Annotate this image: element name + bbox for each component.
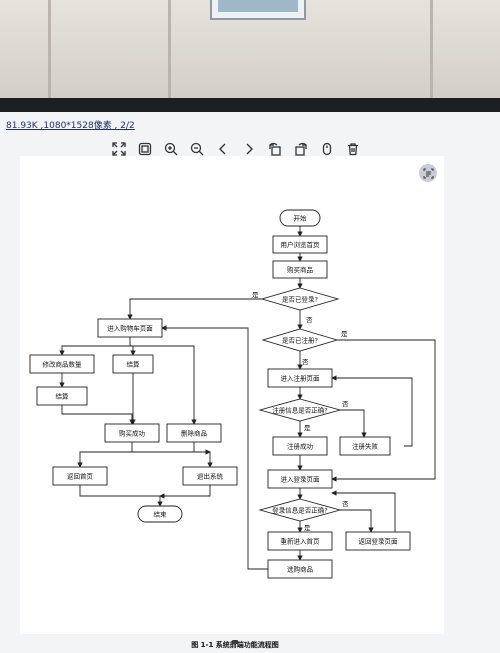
node-reg-fail [339, 436, 391, 456]
file-info[interactable]: 81.93K ,1080*1528像素 , 2/2 [6, 121, 135, 131]
node-login-info-ok [258, 498, 342, 522]
label-reg-info-ok: 注册信息是否正确? [272, 406, 327, 415]
previous-icon[interactable] [214, 141, 231, 158]
node-buy [272, 260, 328, 279]
viewer-toolbar [110, 140, 361, 158]
label-choose-goods: 选购商品 [287, 565, 313, 574]
zoom-out-icon[interactable] [188, 141, 205, 158]
zoom-in-icon[interactable] [162, 141, 179, 158]
node-reg-ok [272, 436, 328, 456]
node-delete-item [166, 423, 222, 443]
label-buy: 购买商品 [287, 265, 313, 274]
rotate-left-icon[interactable] [266, 141, 283, 158]
label-logged-in: 是否已登录? [282, 295, 318, 304]
flow-edge [331, 375, 413, 447]
rotate-right-icon[interactable] [292, 141, 309, 158]
flow-edge [61, 405, 135, 425]
label-start: 开始 [294, 214, 308, 223]
node-purchase-ok [104, 423, 160, 443]
node-checkout-right [112, 354, 154, 374]
scan-text-button[interactable] [419, 164, 437, 182]
node-reenter-home [267, 531, 333, 551]
monitor-bezel [0, 98, 500, 112]
node-reg-info-ok [258, 398, 342, 422]
edge-label-no: 否 [342, 500, 349, 508]
label-back-login: 返回登录页面 [359, 537, 399, 546]
node-back-login [345, 531, 411, 551]
node-back-home [52, 466, 108, 486]
flow-edge [127, 298, 262, 320]
flow-edge [161, 325, 268, 570]
label-cart: 进入购物车页面 [107, 324, 153, 333]
node-exit [182, 466, 238, 486]
label-exit: 退出系统 [197, 472, 224, 481]
edge-label-yes: 是 [341, 330, 348, 338]
fit-screen-icon[interactable] [110, 141, 127, 158]
label-checkout-right: 结算 [127, 360, 141, 369]
label-checkout-left: 结算 [56, 392, 70, 401]
label-reg-fail: 注册失败 [352, 442, 379, 451]
node-cart [97, 318, 163, 338]
edge-label-no: 否 [342, 400, 349, 408]
next-icon[interactable] [240, 141, 257, 158]
label-purchase-ok: 购买成功 [119, 429, 146, 438]
node-start [279, 209, 321, 227]
background-wall [0, 0, 500, 100]
flow-edge [159, 485, 211, 499]
flow-edge [331, 339, 436, 482]
document-page: 开始 用户浏览首页 购买商品 是否已登录? 是否已注册? 进入购物车页面 修改商… [20, 156, 444, 649]
flow-edge [59, 337, 131, 356]
flow-edge [193, 442, 213, 468]
label-register-page: 进入注册页面 [281, 374, 321, 383]
flow-edge [340, 509, 374, 533]
label-login-info-ok: 登录信息是否正确? [272, 506, 327, 515]
flow-edge [77, 442, 133, 468]
page-indicator [232, 640, 238, 644]
node-register-page [267, 368, 333, 388]
label-login-page: 进入登录页面 [281, 475, 321, 484]
image-viewer: 81.93K ,1080*1528像素 , 2/2 [0, 112, 500, 653]
edge-label-yes: 是 [304, 424, 311, 432]
label-end: 结束 [154, 510, 168, 519]
label-browse: 用户浏览首页 [281, 240, 321, 249]
edge-label-no: 否 [306, 316, 313, 324]
node-browse [272, 235, 328, 254]
node-registered [261, 328, 339, 352]
edge-label-yes: 是 [252, 291, 259, 299]
wall-seam [430, 0, 433, 100]
scan-icon [423, 168, 433, 178]
label-registered: 是否已注册? [282, 336, 318, 345]
label-reg-ok: 注册成功 [287, 442, 314, 451]
flow-edge [340, 409, 367, 438]
node-checkout-left [36, 386, 88, 406]
wall-seam [48, 0, 51, 100]
delete-icon[interactable] [344, 141, 361, 158]
node-logged-in [260, 287, 340, 311]
figure-caption: 图 1-1 系统前端功能流程图 [191, 641, 279, 649]
flow-edge [130, 345, 136, 356]
flowchart: 开始 用户浏览首页 购买商品 是否已登录? 是否已注册? 进入购物车页面 修改商… [29, 209, 436, 579]
node-end [137, 505, 183, 523]
label-delete-item: 删除商品 [181, 429, 207, 438]
edge-label-no: 否 [302, 358, 309, 366]
label-back-home: 返回首页 [67, 472, 94, 481]
label-modify-qty: 修改商品数量 [43, 360, 83, 369]
wall-poster [210, 0, 306, 20]
label-reenter-home: 重新进入首页 [281, 537, 321, 546]
node-modify-qty [29, 354, 95, 374]
wall-seam [168, 0, 171, 100]
flow-edge [79, 485, 163, 507]
flow-edge [130, 345, 197, 425]
node-login-page [267, 469, 333, 489]
actual-size-icon[interactable] [136, 141, 153, 158]
edge-label-yes: 是 [304, 524, 311, 532]
mouse-icon[interactable] [318, 141, 335, 158]
node-choose-goods [267, 559, 333, 579]
